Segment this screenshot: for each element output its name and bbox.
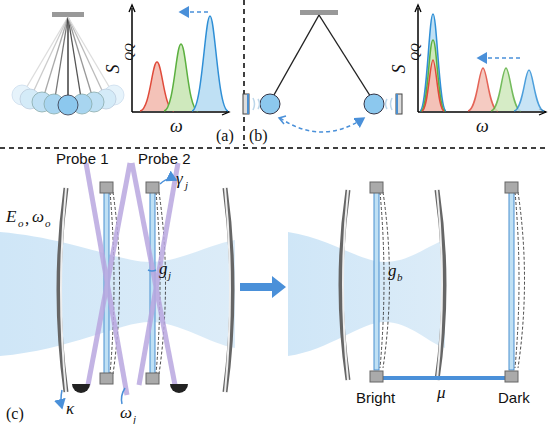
axis-label: ω: [170, 117, 183, 135]
panel-label: (a): [216, 128, 234, 144]
axis-subscript: QQ: [123, 43, 135, 60]
symbol-subscript: j: [185, 180, 188, 191]
symbol-subscript: j: [133, 414, 136, 424]
symbol-label: g: [159, 260, 168, 277]
symbol-label: κ: [66, 400, 74, 417]
axis-label: S: [104, 65, 122, 74]
membrane-label: Bright: [356, 390, 395, 405]
probe-label: Probe 1: [56, 151, 109, 166]
symbol-subscript: o: [18, 218, 24, 229]
symbol-subscript: o: [45, 218, 51, 229]
symbol-label: ω: [120, 404, 132, 421]
panel-label: (b): [249, 128, 268, 144]
symbol-separator: ,: [25, 210, 29, 227]
membrane-label: Dark: [498, 390, 530, 405]
symbol-subscript: b: [397, 272, 403, 283]
symbol-label: g: [388, 262, 397, 279]
axis-subscript: QQ: [409, 43, 421, 60]
axis-label: S: [390, 65, 408, 74]
symbol-label: E: [6, 208, 16, 225]
symbol-subscript: j: [168, 270, 171, 281]
probe-label: Probe 2: [138, 151, 191, 166]
panel-label: (c): [6, 406, 24, 422]
axis-label: ω: [476, 117, 489, 135]
symbol-label: ω: [32, 208, 44, 225]
symbol-label: μ: [437, 384, 446, 401]
symbol-label: γ: [176, 170, 183, 187]
